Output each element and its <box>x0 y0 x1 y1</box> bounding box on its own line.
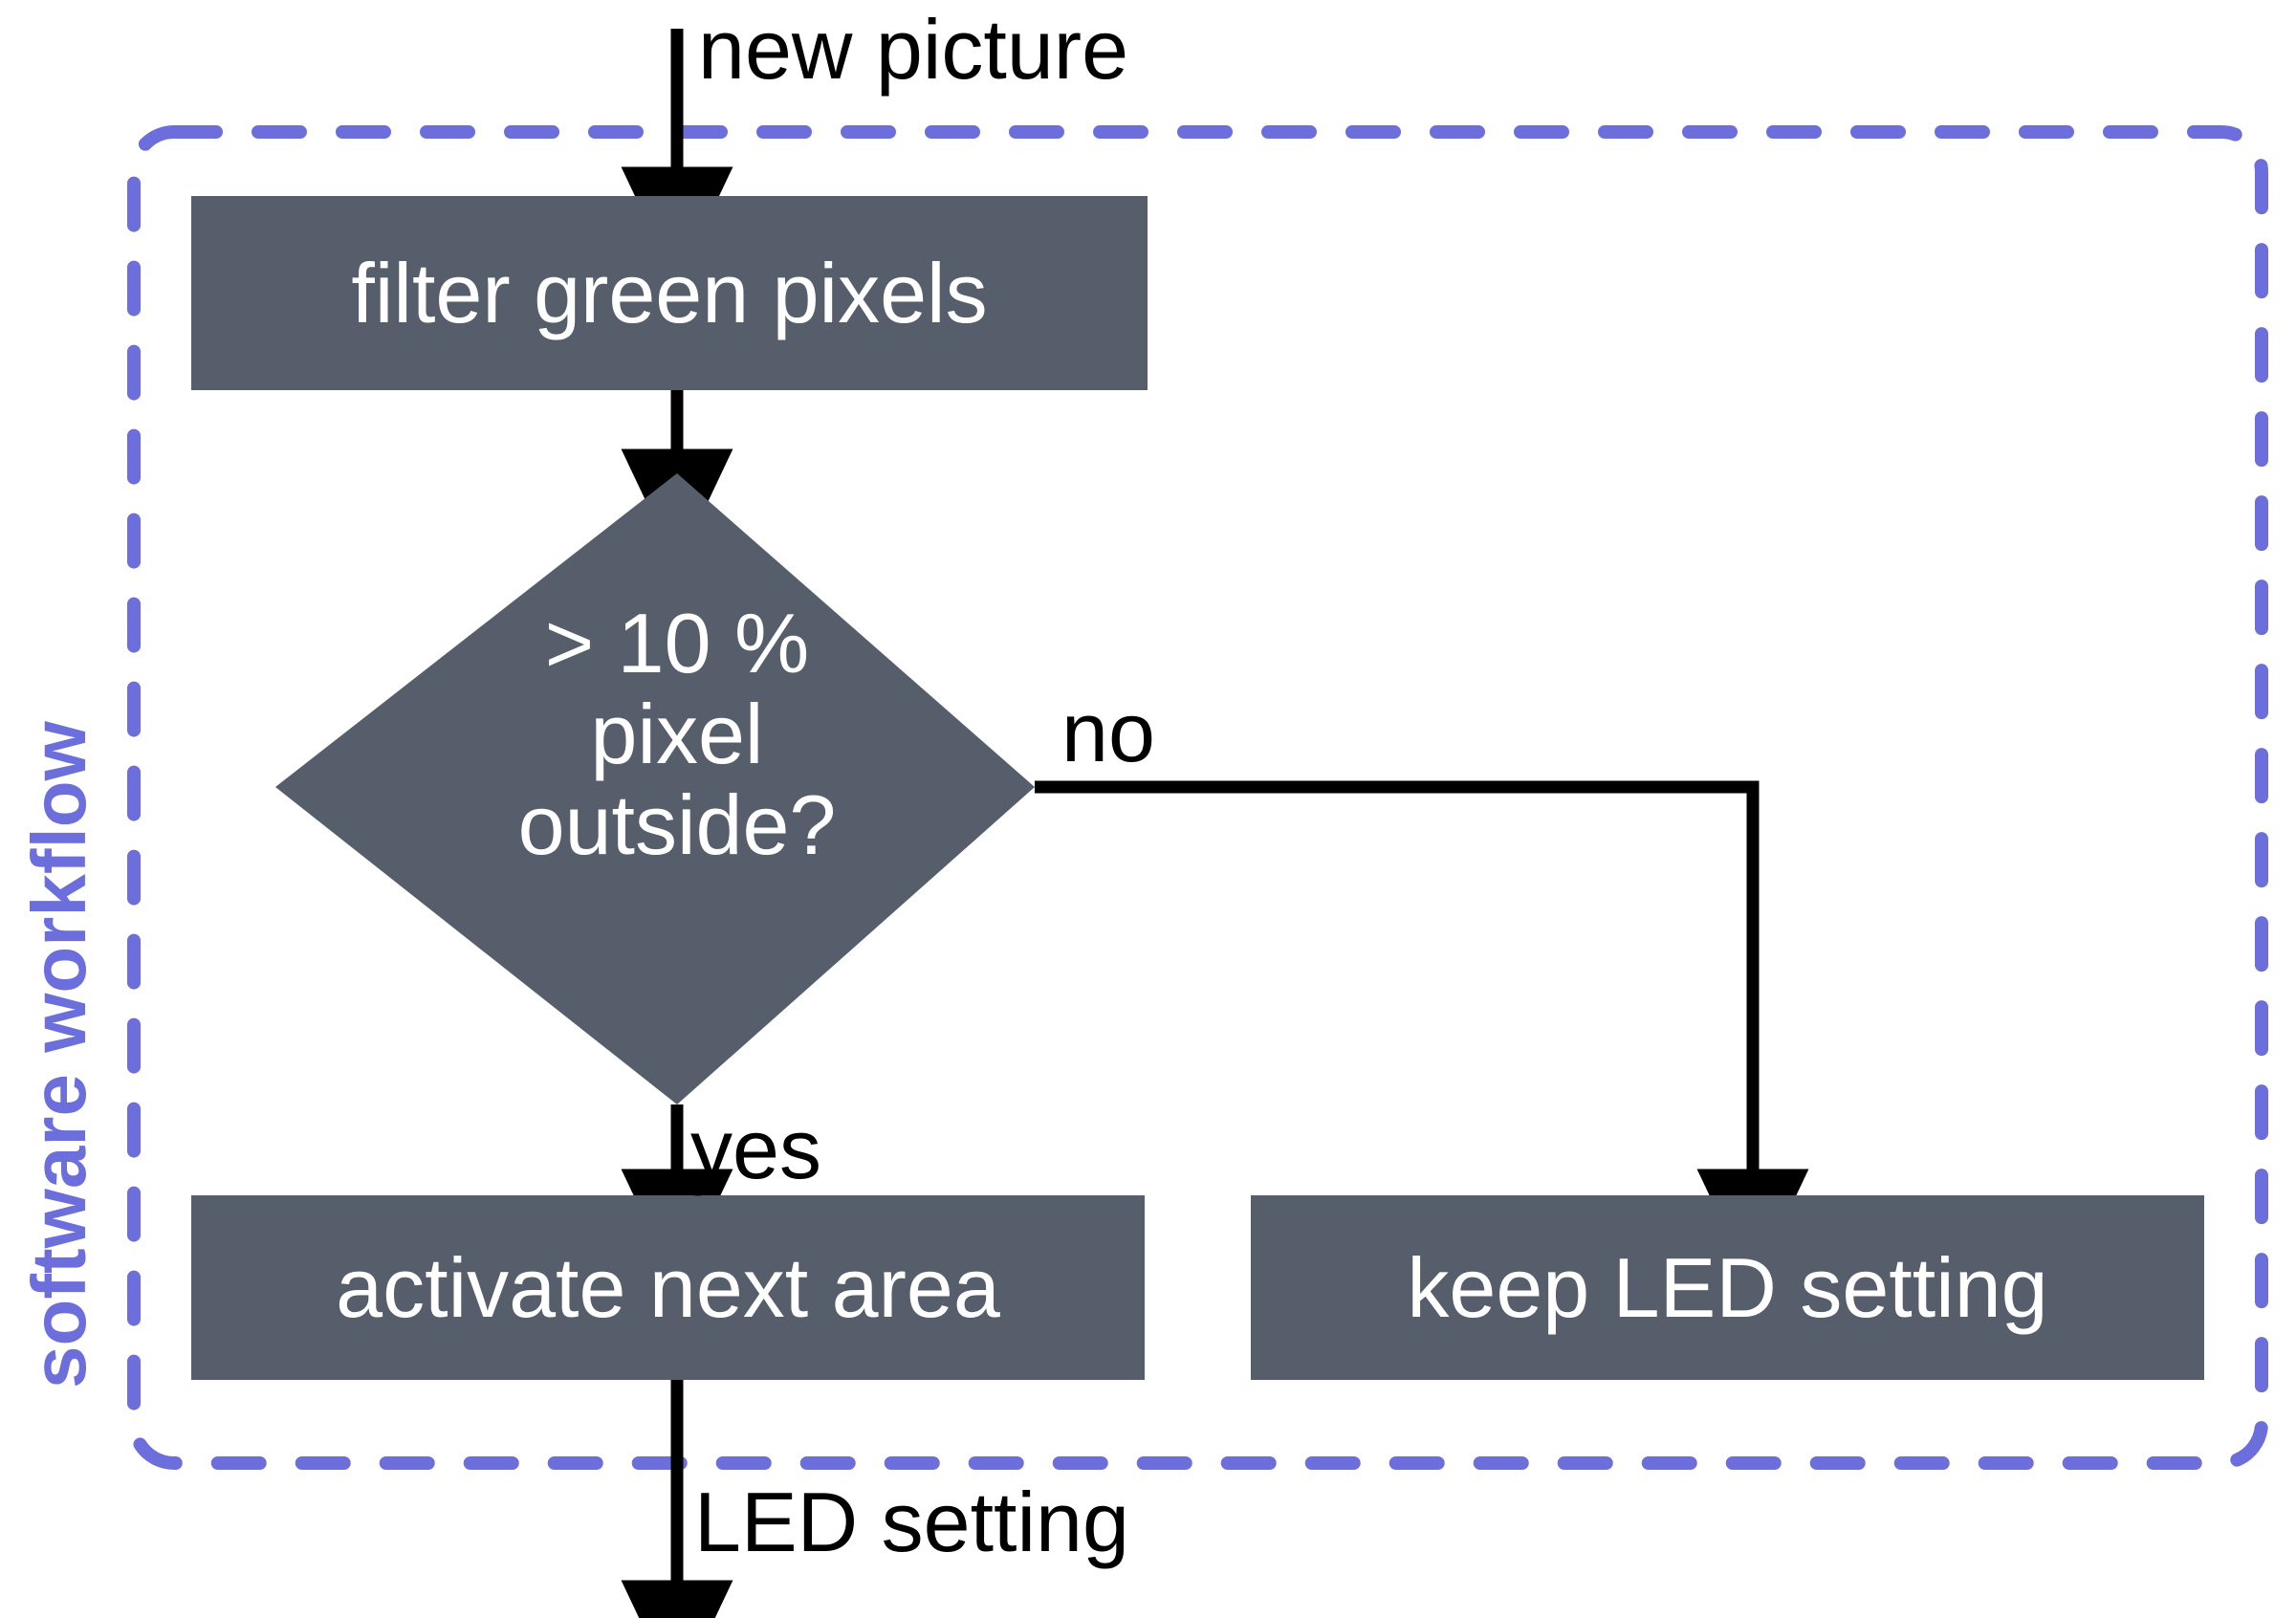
edge-label-yes: yes <box>690 1102 821 1196</box>
node-keep-led-setting-label: keep LED setting <box>1407 1239 2048 1335</box>
node-decision-shape <box>275 473 1035 1104</box>
node-activate-next-area-label: activate next area <box>336 1239 1000 1335</box>
group-boundary <box>127 125 2268 1470</box>
edge-label-led-setting: LED setting <box>694 1475 1129 1569</box>
edge-label-no: no <box>1061 685 1155 779</box>
node-activate-next-area[interactable]: activate next area <box>191 1195 1145 1380</box>
node-filter-green-pixels[interactable]: filter green pixels <box>191 196 1148 390</box>
node-keep-led-setting[interactable]: keep LED setting <box>1251 1195 2204 1380</box>
edge-label-new-picture: new picture <box>698 2 1129 97</box>
edge-decision-no <box>1035 780 1809 1287</box>
node-filter-green-pixels-label: filter green pixels <box>351 245 988 340</box>
group-label-software-workflow: software workflow <box>16 721 101 1388</box>
